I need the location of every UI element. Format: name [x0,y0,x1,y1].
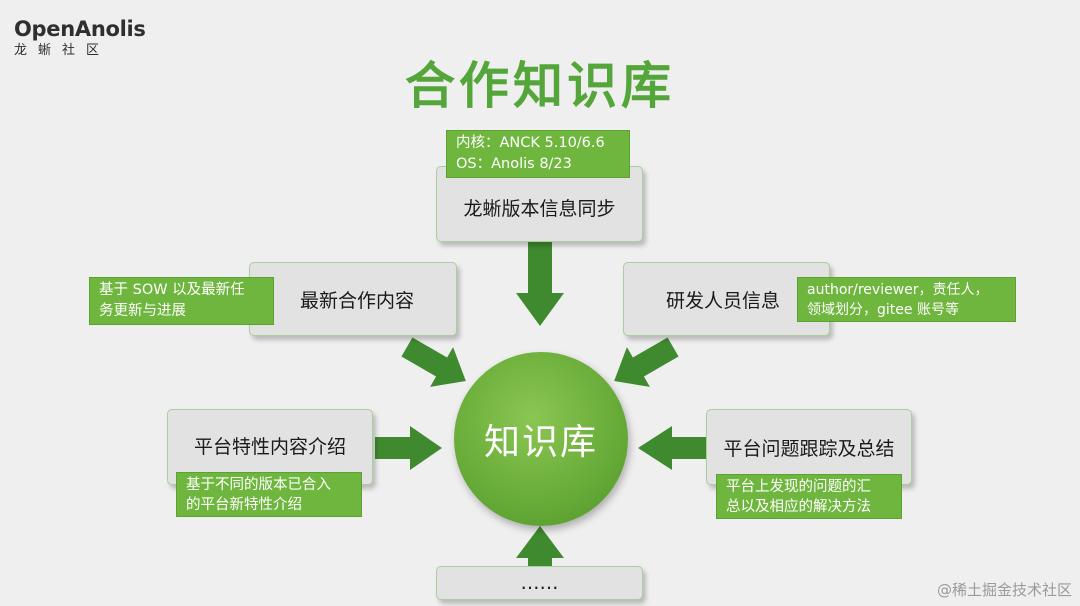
arrow-from-top [516,242,564,326]
watermark: @稀土掘金技术社区 [936,581,1072,599]
tag-latest-cooperation: 基于 SOW 以及最新任 务更新与进展 [89,277,274,325]
tag-issue-tracking-line-1: 平台上发现的问题的汇 [726,479,871,495]
tag-platform-features-line-2: 的平台新特性介绍 [186,497,302,513]
arrow-from-left-upper [401,337,466,387]
node-version-sync-label: 龙蜥版本信息同步 [463,197,616,220]
node-more: …… [436,566,643,600]
node-issue-tracking-label: 平台问题跟踪及总结 [723,438,895,460]
tag-platform-features-line-1: 基于不同的版本已合入 [186,477,331,493]
logo-subtitle: 龙蜥社区 [14,43,111,58]
tag-latest-cooperation-line-1: 基于 SOW 以及最新任 [99,282,245,298]
tag-version-sync: 内核：ANCK 5.10/6.6 OS：Anolis 8/23 [446,130,630,178]
tag-issue-tracking-line-2: 总以及相应的解决方法 [726,499,871,515]
arrow-from-bottom [516,526,564,567]
node-developer-info: 研发人员信息 [623,262,830,336]
tag-issue-tracking: 平台上发现的问题的汇 总以及相应的解决方法 [716,474,902,519]
tag-developer-info-line-1: author/reviewer，责任人， [807,282,989,298]
page-title: 合作知识库 [405,57,675,115]
tag-latest-cooperation-line-2: 务更新与进展 [99,303,186,319]
node-latest-cooperation: 最新合作内容 [249,262,457,336]
openanolis-logo: OpenAnolis 龙蜥社区 [14,18,146,59]
logo-name: OpenAnolis [14,17,146,41]
hub-label: 知识库 [483,422,598,463]
tag-developer-info-line-2: 领域划分，gitee 账号等 [807,302,959,318]
arrow-from-right-upper [614,337,679,387]
node-more-label: …… [520,572,559,594]
arrow-from-right-lower [638,426,708,470]
node-platform-features-label: 平台特性内容介绍 [193,436,346,458]
tag-version-sync-line-2: OS：Anolis 8/23 [456,156,572,172]
tag-developer-info: author/reviewer，责任人， 领域划分，gitee 账号等 [797,277,1016,322]
tag-version-sync-line-1: 内核：ANCK 5.10/6.6 [456,135,605,151]
arrow-from-left-lower [375,426,442,470]
tag-platform-features: 基于不同的版本已合入 的平台新特性介绍 [176,472,362,517]
node-issue-tracking: 平台问题跟踪及总结 [706,409,912,485]
knowledge-base-hub: 知识库 [454,352,628,526]
node-latest-cooperation-label: 最新合作内容 [299,289,414,312]
node-developer-info-label: 研发人员信息 [666,289,781,312]
